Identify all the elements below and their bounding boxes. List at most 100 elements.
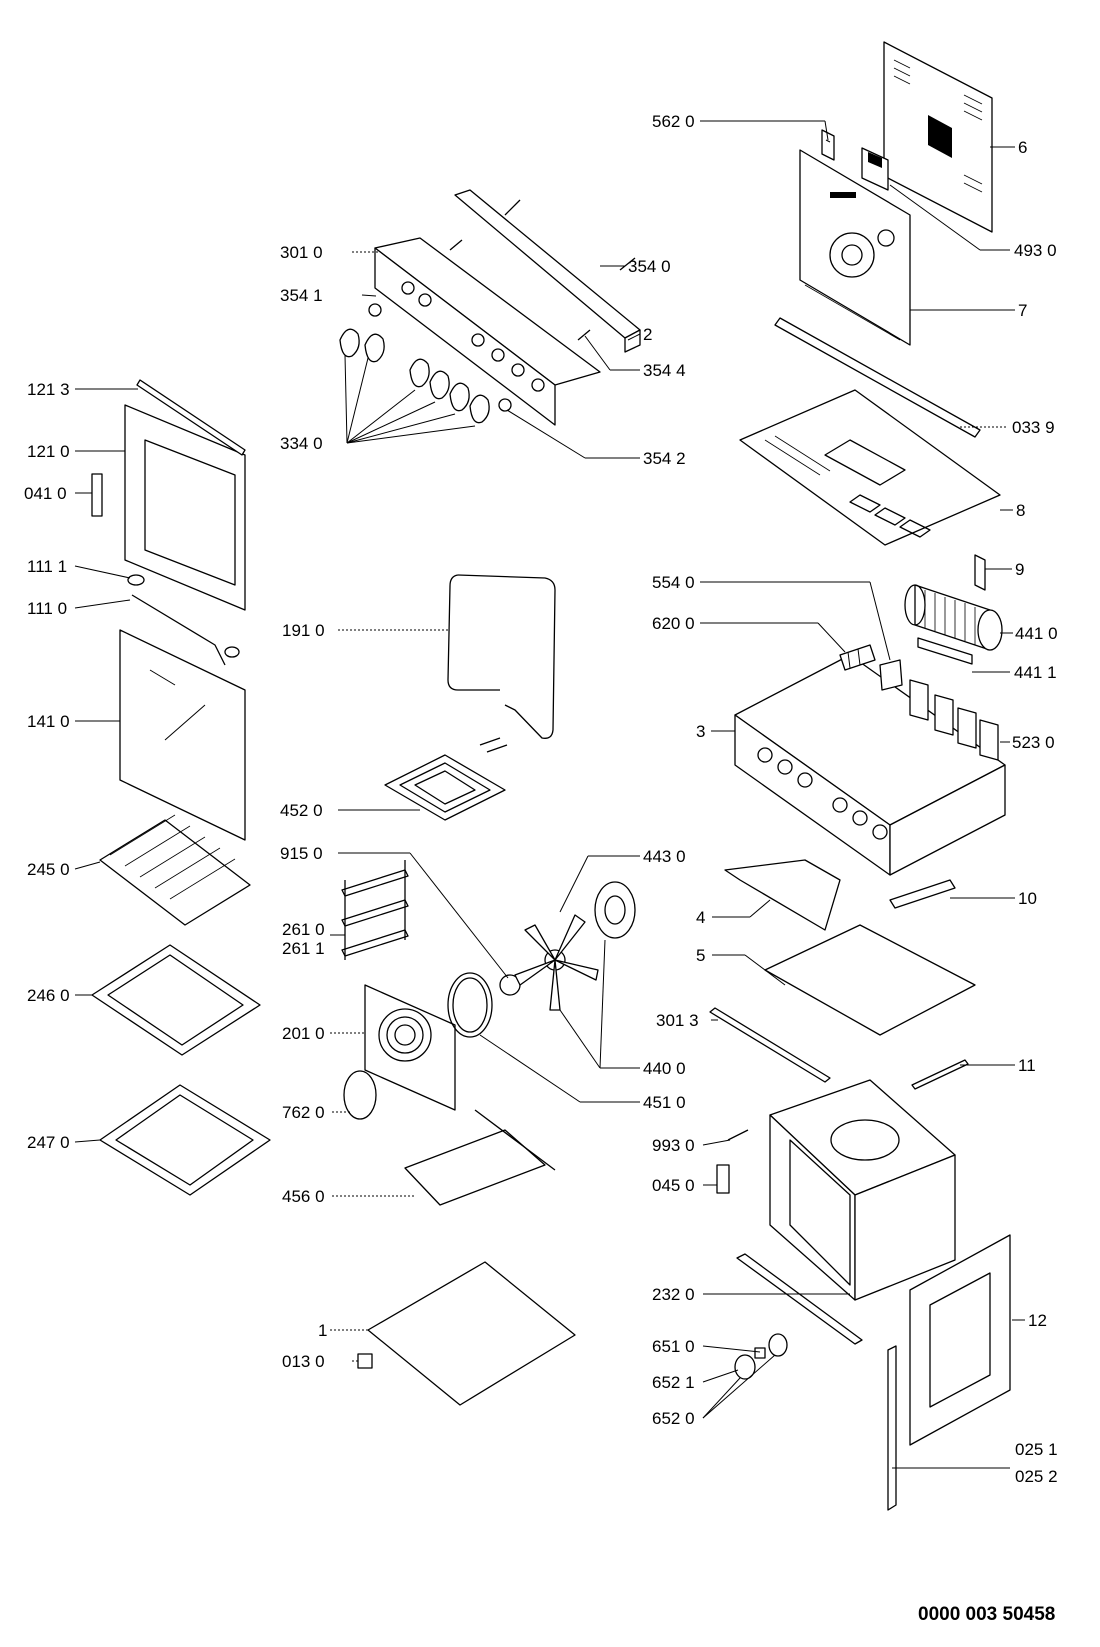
control-housing-part [734,654,1006,876]
label-111-0: 111 0 [27,599,67,618]
bottom-rail-part [736,1253,863,1345]
door-handle-part [131,594,226,666]
base-plate-part [764,924,976,1036]
insulation-strip-part [774,317,981,438]
fan-cover-part [364,984,456,1111]
screw-part [727,1129,749,1141]
guide-rail-part [887,1345,897,1511]
back-wall-part [799,149,911,346]
spindles-part [449,199,636,341]
label-354-4: 354 4 [643,361,686,380]
label-6: 6 [1018,138,1027,157]
label-652-0: 652 0 [652,1409,695,1428]
drawing-number: 0000 003 50458 [918,1604,1055,1625]
label-354-1: 354 1 [280,286,323,305]
label-232-0: 232 0 [652,1285,695,1304]
label-554-0: 554 0 [652,573,695,592]
label-334-0: 334 0 [280,434,323,453]
label-111-1: 111 1 [27,557,67,576]
label-201-0: 201 0 [282,1024,325,1043]
seal-strip-part [911,1059,969,1090]
part-labels: 562 0 6 493 0 7 033 9 8 9 441 0 441 1 55… [24,112,1058,1486]
rail-part [709,1007,831,1083]
label-354-0: 354 0 [628,257,671,276]
tangential-fan-part [904,584,1003,651]
fan-motor-part [594,881,636,939]
label-562-0: 562 0 [652,112,695,131]
control-panel-part [374,237,601,426]
label-762-0: 762 0 [282,1103,325,1122]
door-frame-part [124,404,246,611]
door-seal-part [447,574,556,739]
switches-part [909,679,999,761]
top-cover-part [739,389,1001,546]
label-245-0: 245 0 [27,860,70,879]
label-12: 12 [1028,1311,1047,1330]
relay-part [879,659,903,691]
label-033-9: 033 9 [1012,418,1055,437]
label-025-2: 025 2 [1015,1467,1058,1486]
label-045-0: 045 0 [652,1176,695,1195]
label-11: 11 [1018,1056,1036,1075]
label-993-0: 993 0 [652,1136,695,1155]
rear-panel-part [883,41,993,233]
label-121-3: 121 3 [27,380,70,399]
label-652-1: 652 1 [652,1373,695,1392]
bracket-part [821,129,835,161]
leader-lines [74,120,1025,1469]
label-1: 1 [318,1321,327,1340]
label-441-1: 441 1 [1014,663,1057,682]
label-261-0: 261 0 [282,920,325,939]
label-441-0: 441 0 [1015,624,1058,643]
door-hinge-part [91,473,103,517]
label-5: 5 [696,946,705,965]
label-3: 3 [696,722,705,741]
label-246-0: 246 0 [27,986,70,1005]
label-915-0: 915 0 [280,844,323,863]
label-10: 10 [1018,889,1037,908]
label-301-3: 301 3 [656,1011,699,1030]
fan-impeller-part [514,914,599,1011]
shelf-supports-part [341,860,409,960]
label-451-0: 451 0 [643,1093,686,1112]
foot-part [357,1353,373,1369]
cooling-fan-motor-part [861,147,889,191]
label-141-0: 141 0 [27,712,70,731]
baking-tray-part [91,944,261,1056]
label-440-0: 440 0 [643,1059,686,1078]
label-9: 9 [1015,560,1024,579]
label-620-0: 620 0 [652,614,695,633]
label-4: 4 [696,908,705,927]
drip-tray-part [99,1084,271,1196]
side-panel-part [909,1234,1011,1446]
knob-part [734,1333,788,1380]
grill-element-part [384,737,508,821]
terminal-strip-part [917,637,973,665]
bottom-panel-part [367,1261,576,1406]
cover-plate-part [343,1070,377,1120]
bottom-element-part [404,1109,556,1206]
label-651-0: 651 0 [652,1337,695,1356]
label-493-0: 493 0 [1014,241,1057,260]
label-247-0: 247 0 [27,1133,70,1152]
clip-part [974,554,986,591]
trim-strip-part [889,879,956,909]
wire-shelf-part [99,814,251,926]
label-354-2: 354 2 [643,449,686,468]
terminal-block-part [839,644,876,671]
label-041-0: 041 0 [24,484,67,503]
side-trim-part [724,859,841,931]
label-301-0: 301 0 [280,243,323,262]
label-8: 8 [1016,501,1025,520]
label-452-0: 452 0 [280,801,323,820]
label-7: 7 [1018,301,1027,320]
door-glass-part [119,629,246,841]
label-443-0: 443 0 [643,847,686,866]
handle-spacer-part [127,574,240,658]
heating-ring-part [447,972,493,1038]
door-strip-part [136,379,246,456]
label-025-1: 025 1 [1015,1440,1058,1459]
label-121-0: 121 0 [27,442,70,461]
oven-cavity-part [769,1079,956,1301]
